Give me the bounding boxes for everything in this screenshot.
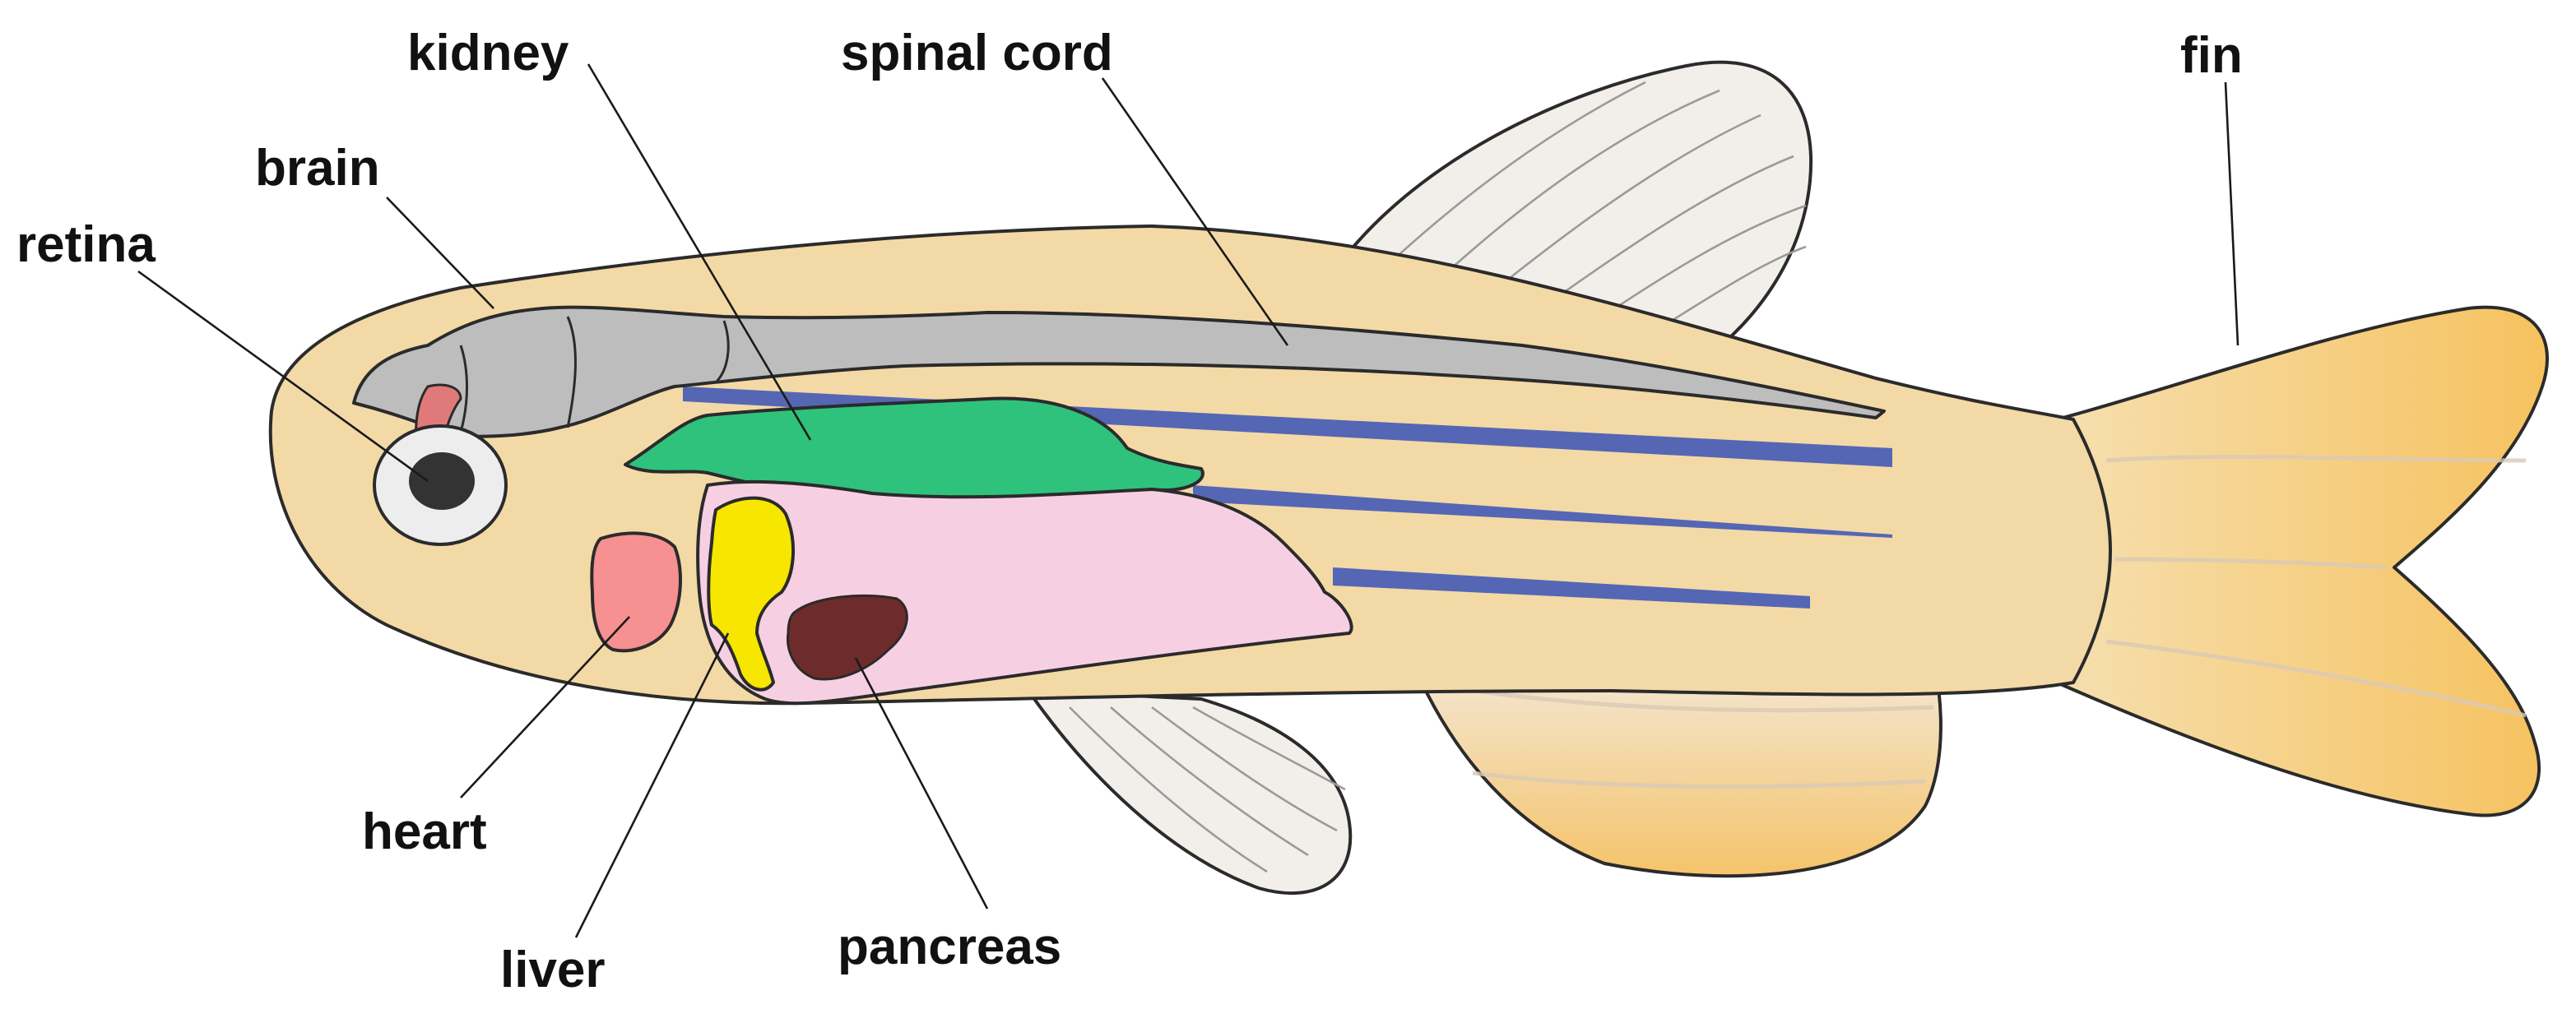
retina-pupil [409,452,475,510]
label-spinal-cord: spinal cord [841,25,1113,81]
label-fin: fin [2180,27,2243,84]
label-pancreas: pancreas [838,919,1061,975]
heart [590,531,682,653]
pancreas [786,594,908,681]
labels: kidney spinal cord fin brain retina hear… [16,25,2243,998]
label-liver: liver [500,942,606,998]
label-retina: retina [16,216,155,273]
eye [373,424,508,546]
label-kidney: kidney [407,25,569,81]
brain-and-spinal-cord [352,305,1886,438]
caudal-fin [2055,305,2549,817]
pelvic-fin [1027,689,1353,896]
label-brain: brain [255,140,380,197]
liver [707,496,795,692]
label-heart: heart [362,803,487,860]
leader-lines [137,63,2239,938]
